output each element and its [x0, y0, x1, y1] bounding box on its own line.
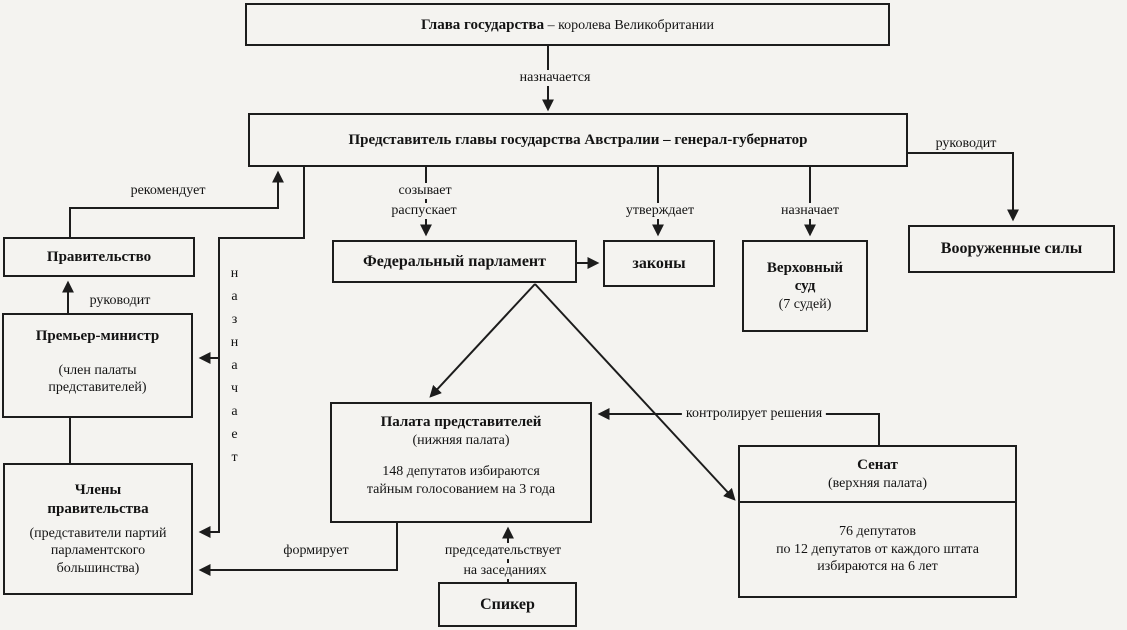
armed-forces-title: Вооруженные силы [940, 240, 1083, 257]
senate-title: Сенат [857, 456, 898, 473]
senate-header: Сенат (верхняя палата) [740, 447, 1015, 503]
edge-parliament-house-arrow [429, 283, 536, 398]
node-head-of-state: Глава государства – королева Великобрита… [245, 3, 890, 46]
edge-appoints-main-arrow [198, 167, 305, 538]
node-house-of-representatives: Палата представителей (нижняя палата) 14… [330, 402, 592, 523]
head-of-state-title: Глава государства [420, 16, 545, 33]
prime-minister-note: (член палаты представителей) [48, 362, 147, 396]
edge-recommends-arrow [69, 170, 284, 237]
edge-forms-arrow [198, 523, 398, 576]
node-laws: законы [603, 240, 715, 287]
node-prime-minister: Премьер-министр (член палаты представите… [2, 313, 193, 418]
node-federal-parliament: Федеральный парламент [332, 240, 577, 283]
node-senate: Сенат (верхняя палата) 76 депутатов по 1… [738, 445, 1017, 598]
label-leads-government: руководит [89, 293, 151, 308]
house-body-line1: 148 депутатов избираются [382, 464, 540, 480]
label-forms: формирует [283, 543, 349, 558]
node-supreme-court: Верховный суд (7 судей) [742, 240, 868, 332]
label-chairs-line2: на заседаниях [459, 563, 551, 579]
label-appoints-vertical: назначает [227, 266, 242, 473]
senate-body: 76 депутатов по 12 депутатов от каждого … [740, 503, 1015, 596]
node-armed-forces: Вооруженные силы [908, 225, 1115, 273]
cabinet-members-note: (представители партий парламентского бол… [29, 525, 167, 576]
label-chairs-line1: председательствует [440, 543, 566, 559]
governor-general-title: Представитель главы государства Австрали… [348, 131, 808, 148]
supreme-court-title: Верховный суд [766, 259, 844, 295]
head-of-state-suffix: – королева Великобритании [544, 17, 715, 33]
label-leads-forces: руководит [935, 136, 997, 151]
senate-body-line2: по 12 депутатов от каждого штата [776, 541, 979, 557]
supreme-court-note: (7 судей) [778, 297, 832, 312]
government-title: Правительство [46, 248, 152, 265]
label-approves: утверждает [621, 203, 699, 219]
house-note: (нижняя палата) [412, 432, 510, 448]
label-convenes: созывает [394, 183, 456, 199]
node-speaker: Спикер [438, 582, 577, 627]
cabinet-members-title: Члены правительства [47, 482, 149, 517]
prime-minister-title: Премьер-министр [35, 328, 160, 344]
label-dissolves: распускает [387, 203, 461, 219]
edge-parliament-senate-arrow [534, 283, 736, 501]
house-body-line2: тайным голосованием на 3 года [366, 481, 556, 497]
laws-title: законы [632, 254, 686, 272]
node-head-of-state-text: Глава государства – королева Великобрита… [421, 15, 714, 35]
federal-parliament-title: Федеральный парламент [362, 252, 546, 270]
label-recommends: рекомендует [130, 183, 206, 198]
speaker-title: Спикер [480, 595, 535, 613]
label-controls-decisions: контролирует решения [681, 406, 827, 422]
label-appointed: назначается [515, 70, 595, 86]
senate-body-line3: избираются на 6 лет [817, 559, 938, 575]
node-governor-general: Представитель главы государства Австрали… [248, 113, 908, 167]
label-appoints-court: назначает [777, 203, 843, 219]
senate-note: (верхняя палата) [827, 475, 928, 491]
node-cabinet-members: Члены правительства (представители парти… [3, 463, 193, 595]
node-government: Правительство [3, 237, 195, 277]
senate-body-line1: 76 депутатов [838, 524, 916, 540]
edge-leads-forces-arrow [908, 152, 1019, 222]
house-title: Палата представителей [380, 414, 542, 430]
